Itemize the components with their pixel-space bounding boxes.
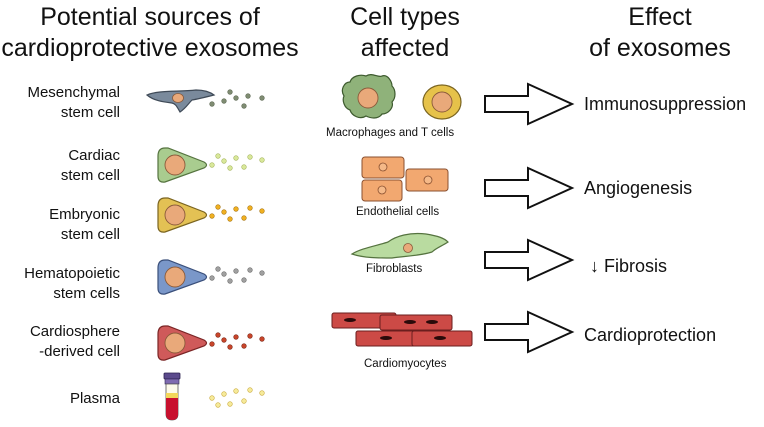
- mesenchymal-nucleus: [172, 93, 184, 103]
- header-cell-types-line2: affected: [360, 34, 450, 62]
- source-label-line: stem cells: [53, 285, 120, 302]
- effect-fibrosis: ↓ Fibrosis: [590, 256, 668, 276]
- effect-cardioprotection: Cardioprotection: [584, 325, 717, 345]
- exosome-dots-cardiosphere: [209, 332, 265, 350]
- arrow-cardioprotection: [484, 310, 575, 354]
- source-label-line: stem cell: [60, 226, 120, 243]
- exosome-dots-hematopoietic: [209, 266, 265, 284]
- cardiac-nucleus: [164, 154, 186, 176]
- header-sources: Potential sources of cardioprotective ex…: [0, 2, 300, 64]
- source-label-mesenchymal: Mesenchymal stem cell: [5, 83, 120, 123]
- arrow-immunosuppression: [484, 82, 575, 126]
- exosome-dots-plasma: [209, 387, 265, 408]
- source-label-line: Hematopoietic: [24, 265, 120, 282]
- endothelial-nuclei: [377, 162, 433, 195]
- source-label-line: Cardiosphere: [29, 323, 120, 340]
- macrophage-nucleus: [357, 87, 379, 109]
- cardiomyocytes: [331, 312, 473, 347]
- source-label-line: Embryonic: [49, 206, 120, 223]
- source-label-hematopoietic: Hematopoietic stem cells: [5, 264, 120, 304]
- endothelial-cells: [361, 156, 449, 202]
- header-cell-types: Cell types affected: [330, 2, 480, 64]
- fibroblast-cell: [350, 232, 449, 259]
- header-effects-line2: of exosomes: [589, 34, 731, 62]
- cardiomyocyte-nuclei: [344, 318, 446, 340]
- fibroblast-nucleus: [403, 243, 413, 253]
- t-cell-nucleus: [431, 91, 453, 113]
- effect-angiogenesis: Angiogenesis: [584, 178, 693, 198]
- effect-immunosuppression: Immunosuppression: [584, 94, 747, 114]
- header-sources-line1: Potential sources of: [40, 3, 260, 31]
- source-label-line: Mesenchymal: [27, 84, 120, 101]
- caption-fibroblasts: Fibroblasts: [366, 263, 423, 275]
- source-label-cardiac: Cardiac stem cell: [5, 146, 120, 186]
- caption-cardiomyocytes: Cardiomyocytes: [364, 358, 447, 370]
- caption-endothelial: Endothelial cells: [356, 206, 440, 218]
- arrow-outlines: [484, 82, 575, 354]
- arrow-angiogenesis: [484, 166, 575, 210]
- header-cell-types-line1: Cell types: [350, 3, 460, 31]
- header-effects: Effect of exosomes: [560, 2, 760, 64]
- cardiosphere-nucleus: [164, 332, 186, 354]
- arrow-fibrosis: [484, 238, 575, 282]
- source-label-line: -derived cell: [39, 343, 120, 360]
- hematopoietic-nucleus: [164, 266, 186, 288]
- source-label-line: Cardiac: [68, 147, 120, 164]
- source-label-embryonic: Embryonic stem cell: [5, 205, 120, 245]
- caption-macrophages-tcells: Macrophages and T cells: [326, 127, 455, 139]
- plasma-tube: [163, 372, 181, 421]
- exosome-dots-embryonic: [209, 204, 265, 222]
- exosome-dots-cardiac: [209, 153, 265, 171]
- source-label-line: stem cell: [60, 167, 120, 184]
- embryonic-nucleus: [164, 204, 186, 226]
- source-label-line: stem cell: [60, 104, 120, 121]
- exosome-dots-mesenchymal: [209, 89, 265, 109]
- header-effects-line1: Effect: [628, 3, 692, 31]
- header-sources-line2: cardioprotective exosomes: [1, 34, 299, 62]
- source-label-line: Plasma: [69, 390, 120, 407]
- source-label-plasma: Plasma: [5, 389, 120, 409]
- source-label-cardiosphere: Cardiosphere -derived cell: [5, 322, 120, 362]
